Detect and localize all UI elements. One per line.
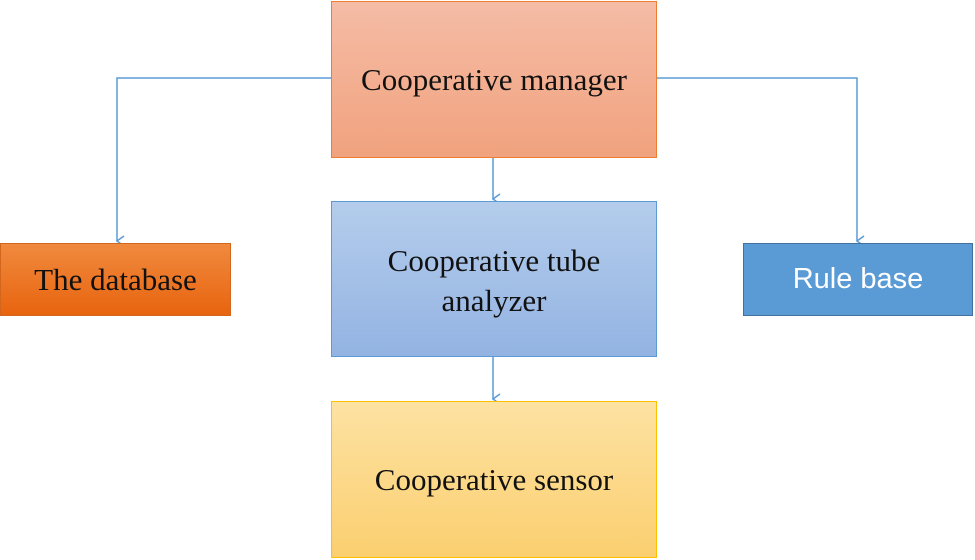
- node-label: Rule base: [792, 263, 924, 295]
- node-label: The database: [34, 261, 197, 297]
- node-label: Cooperative sensor: [374, 461, 614, 497]
- edge-manager-to-rule-base: [657, 77, 865, 247]
- node-label: Cooperative manager: [361, 61, 627, 97]
- node-cooperative-manager: Cooperative manager: [331, 1, 657, 158]
- node-rule-base: Rule base: [743, 243, 973, 316]
- node-label: Cooperative tube analyzer: [387, 243, 601, 318]
- node-cooperative-sensor: Cooperative sensor: [331, 401, 657, 558]
- node-cooperative-tube-analyzer: Cooperative tube analyzer: [331, 201, 657, 357]
- edge-manager-to-database: [115, 77, 331, 247]
- node-the-database: The database: [0, 243, 231, 316]
